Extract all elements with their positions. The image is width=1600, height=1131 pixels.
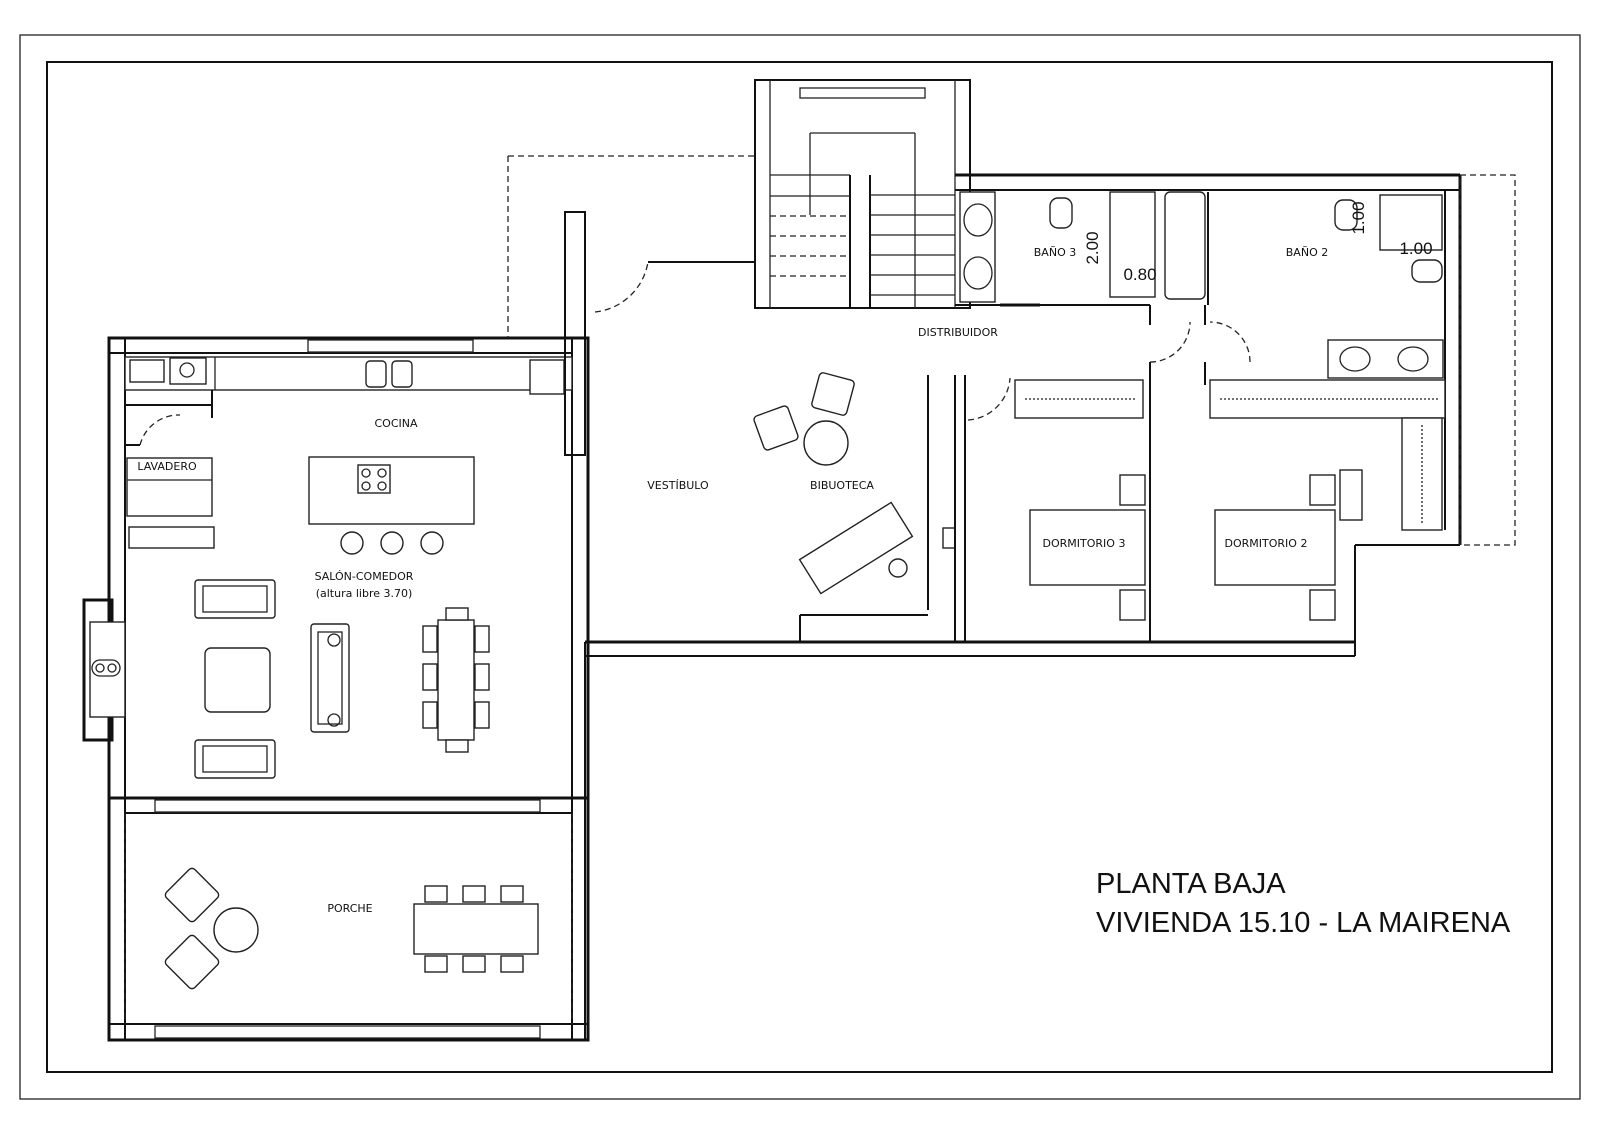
plan-title: PLANTA BAJA	[1096, 868, 1286, 900]
laundry-walls	[125, 390, 215, 549]
dimension-bano3-height: 2.00	[1083, 231, 1102, 264]
plan-subtitle: VIVIENDA 15.10 - LA MAIRENA	[1096, 907, 1511, 939]
kitchen-counter	[124, 356, 573, 395]
room-label-bano-2: BAÑO 2	[1286, 246, 1328, 259]
room-height-note: (altura libre 3.70)	[316, 587, 413, 600]
fireplace	[82, 598, 126, 742]
room-label-porche: PORCHE	[327, 902, 372, 915]
wardrobes	[1014, 379, 1446, 531]
room-label-distribuidor: DISTRIBUIDOR	[918, 326, 998, 339]
kitchen-island	[308, 456, 475, 555]
bedroom-wing-walls	[954, 173, 1516, 656]
room-label-biblioteca: BIBUOTECA	[810, 479, 874, 492]
living-furniture	[194, 579, 490, 779]
room-label-salon-comedor: SALÓN-COMEDOR	[315, 570, 414, 583]
dimension-bano2-height: 1.00	[1349, 201, 1368, 234]
vestibule-walls	[507, 155, 1355, 1040]
room-label-dormitorio-2: DORMITORIO 2	[1225, 537, 1308, 550]
library-furniture	[753, 372, 914, 595]
bedroom-furniture	[1029, 469, 1363, 621]
room-label-bano-3: BAÑO 3	[1034, 246, 1076, 259]
staircase	[754, 79, 971, 309]
room-label-dormitorio-3: DORMITORIO 3	[1043, 537, 1126, 550]
inner-frame	[46, 61, 1553, 1073]
dimension-bano3-width: 0.80	[1123, 265, 1156, 284]
dimension-bano2-width: 1.00	[1399, 239, 1432, 258]
porch-furniture	[164, 867, 539, 990]
outer-frame	[19, 34, 1581, 1100]
room-label-vestibulo: VESTÍBULO	[647, 479, 709, 492]
room-label-lavadero: LAVADERO	[137, 460, 197, 473]
room-label-cocina: COCINA	[374, 417, 417, 430]
